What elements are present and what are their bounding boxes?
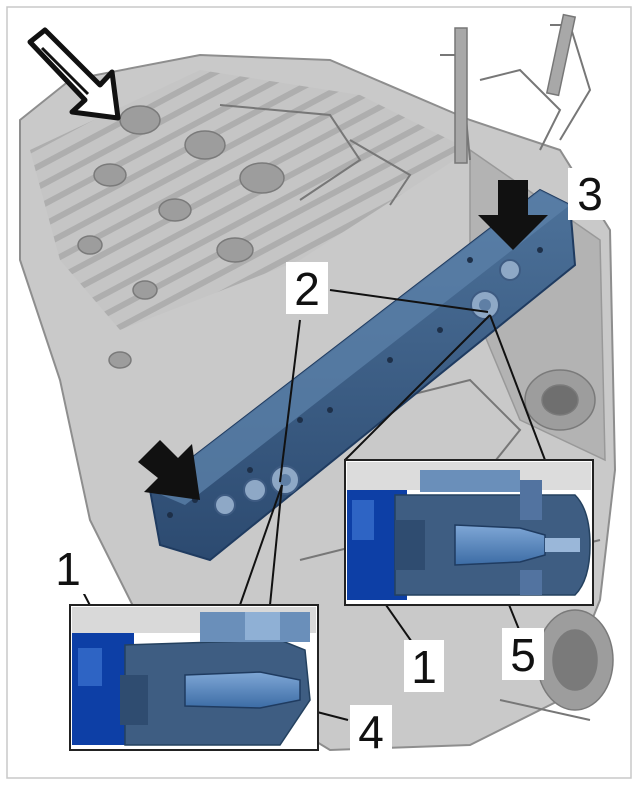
black-arrow-lower [138, 440, 200, 500]
svg-text:2: 2 [294, 263, 320, 315]
svg-text:4: 4 [358, 706, 384, 758]
detail-inset-left [69, 604, 319, 751]
svg-text:5: 5 [510, 629, 536, 681]
view-direction-arrow-icon [27, 27, 121, 121]
svg-text:1: 1 [55, 543, 81, 595]
callout-1-left: 1 [48, 542, 88, 595]
svg-text:1: 1 [411, 641, 437, 693]
cylinder-ports [77, 105, 614, 711]
callout-1-right: 1 [404, 640, 444, 693]
camshaft-setting-tool [148, 188, 577, 562]
locking-pin-right [454, 524, 546, 566]
svg-text:3: 3 [577, 168, 603, 220]
locking-pin-left [184, 671, 301, 709]
callout-2: 2 [286, 262, 328, 315]
callout-3: 3 [568, 168, 612, 220]
black-arrow-upper [478, 180, 548, 250]
callout-5: 5 [502, 628, 544, 681]
detail-inset-right [344, 459, 594, 606]
callout-4: 4 [350, 705, 392, 758]
